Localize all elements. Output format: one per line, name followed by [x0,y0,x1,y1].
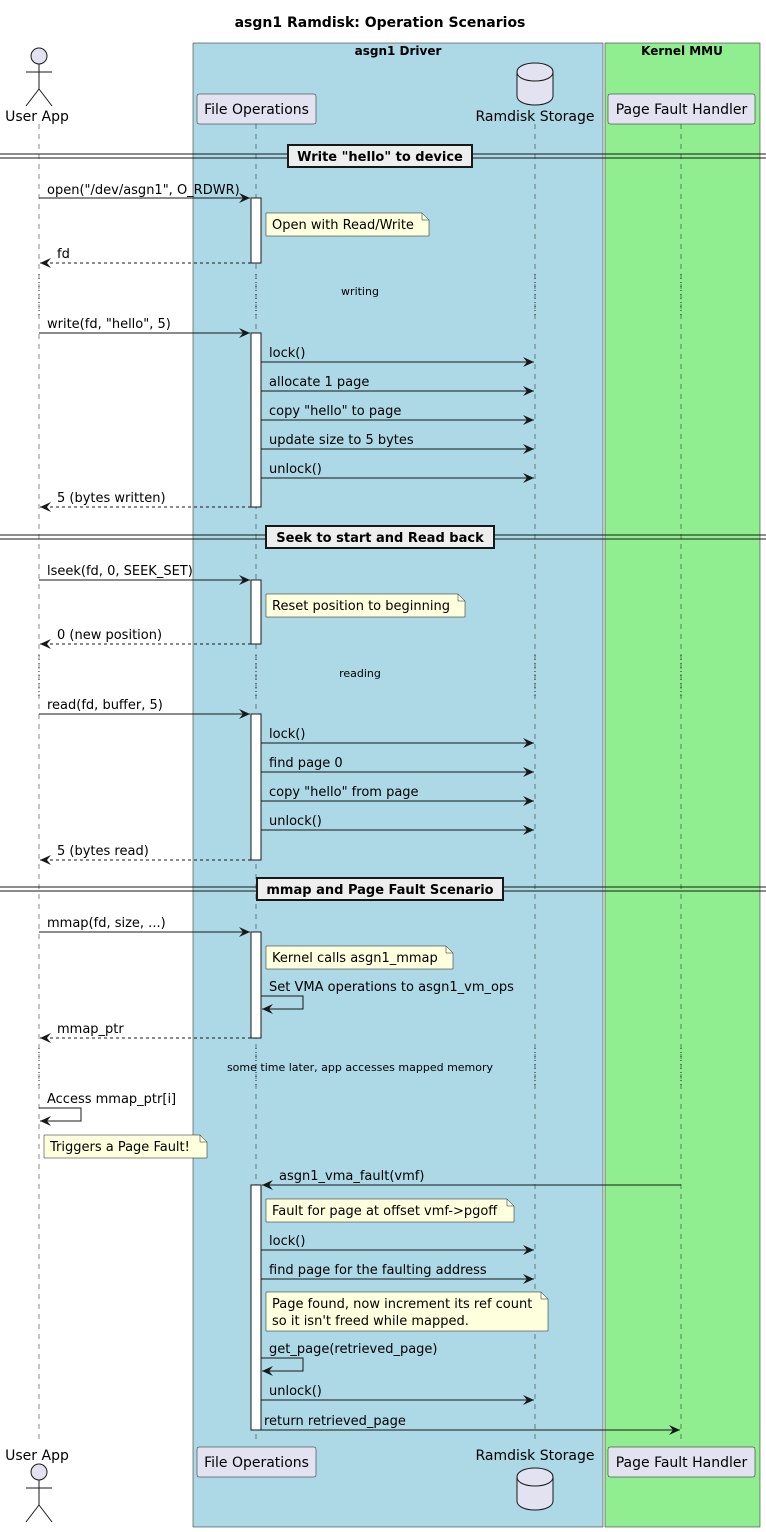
separator-write: Write "hello" to device [0,144,766,168]
msg-fd: fd [57,247,70,262]
msg-f-unlock: unlock() [269,1384,322,1399]
msg-read: read(fd, buffer, 5) [47,698,163,713]
msg-r-unlock: unlock() [269,814,322,829]
note-text: Fault for page at offset vmf->pgoff [272,1204,498,1219]
activation-mmap [250,931,262,1039]
note-text: Open with Read/Write [272,218,414,233]
participant-label: Page Fault Handler [616,1455,748,1471]
msg-mmap: mmap(fd, size, ...) [47,916,166,931]
participant-label: Ramdisk Storage [475,109,594,125]
note-text: Kernel calls asgn1_mmap [272,951,438,966]
msg-w-ret: 5 (bytes written) [57,491,166,506]
participant-label: File Operations [204,1455,309,1471]
msg-write: write(fd, "hello", 5) [47,317,171,332]
arrow-set-vma [261,995,304,1014]
participant-label: Ramdisk Storage [475,1448,594,1464]
separator-label: Seek to start and Read back [276,531,484,546]
separator-mmap: mmap and Page Fault Scenario [0,877,766,901]
note-reset: Reset position to beginning [265,593,466,618]
actor-head [30,47,48,65]
delay-later: some time later, app accesses mapped mem… [38,1048,682,1086]
delay-label: some time later, app accesses mapped mem… [227,1061,494,1074]
msg-w-lock: lock() [269,346,305,361]
participant-page-fault-handler-top: Page Fault Handler [607,93,756,125]
msg-vma-fault: asgn1_vma_fault(vmf) [279,1169,424,1184]
activation-fault [250,1184,262,1431]
participant-label: File Operations [204,102,309,118]
msg-mmap-ret: mmap_ptr [57,1022,124,1037]
diagram-title: asgn1 Ramdisk: Operation Scenarios [235,15,526,31]
participant-ramdisk-top: Ramdisk Storage [475,62,595,125]
separator-label: Write "hello" to device [297,150,463,165]
msg-r-copy: copy "hello" from page [269,785,419,800]
separator-label: mmap and Page Fault Scenario [266,883,493,898]
database-icon [516,1467,554,1511]
msg-f-ret: return retrieved_page [264,1414,406,1429]
msg-w-copy: copy "hello" to page [269,404,401,419]
participant-page-fault-handler-bottom: Page Fault Handler [607,1446,756,1478]
delay-writing: writing [38,274,682,316]
actor-head [30,1463,48,1481]
note-fault-trigger: Triggers a Page Fault! [43,1134,208,1159]
mmu-box [604,42,761,1528]
msg-get-page: get_page(retrieved_page) [269,1342,437,1357]
msg-open: open("/dev/asgn1", O_RDWR) [47,183,240,198]
msg-w-size: update size to 5 bytes [269,433,414,448]
note-text: Triggers a Page Fault! [49,1140,190,1155]
delay-reading: reading [38,655,682,697]
driver-box-title: asgn1 Driver [355,44,442,58]
activation-read [250,713,262,861]
msg-r-lock: lock() [269,727,305,742]
activation-open [250,197,262,264]
separator-seek: Seek to start and Read back [0,525,766,549]
msg-r-ret: 5 (bytes read) [57,844,149,859]
participant-user-app-top: User App [5,47,69,125]
note-fault-offset: Fault for page at offset vmf->pgoff [265,1198,515,1223]
note-open: Open with Read/Write [265,212,430,237]
msg-lseek: lseek(fd, 0, SEEK_SET) [47,564,193,579]
message-labels: open("/dev/asgn1", O_RDWR) fd write(fd, … [47,183,514,1429]
msg-f-lock: lock() [269,1234,305,1249]
msg-w-alloc: allocate 1 page [269,375,369,390]
activations [250,197,262,1431]
note-page-found: Page found, now increment its ref count … [265,1291,549,1332]
participant-label: User App [5,1448,69,1464]
note-text: Page found, now increment its ref count [272,1297,532,1312]
participant-file-ops-bottom: File Operations [196,1446,317,1478]
delay-label: reading [339,667,381,680]
messages [39,193,681,1435]
mmu-box-title: Kernel MMU [641,44,723,58]
participant-user-app-bottom: User App [5,1448,69,1523]
note-mmap: Kernel calls asgn1_mmap [265,945,454,970]
database-icon [516,62,554,106]
participant-file-ops-top: File Operations [196,93,317,125]
arrow-get-page [261,1357,304,1376]
note-text: so it isn't freed while mapped. [272,1314,469,1329]
msg-r-find: find page 0 [269,756,343,771]
msg-f-find: find page for the faulting address [269,1263,487,1278]
msg-access: Access mmap_ptr[i] [47,1092,176,1107]
msg-w-unlock: unlock() [269,462,322,477]
activation-lseek [250,579,262,645]
arrow-access [39,1107,82,1126]
msg-lseek-ret: 0 (new position) [57,628,162,643]
note-text: Reset position to beginning [272,599,450,614]
participant-ramdisk-bottom: Ramdisk Storage [475,1448,595,1511]
participant-label: User App [5,109,69,125]
delay-label: writing [341,285,379,298]
activation-write [250,332,262,508]
participant-label: Page Fault Handler [616,102,748,118]
msg-set-vma: Set VMA operations to asgn1_vm_ops [269,980,514,995]
